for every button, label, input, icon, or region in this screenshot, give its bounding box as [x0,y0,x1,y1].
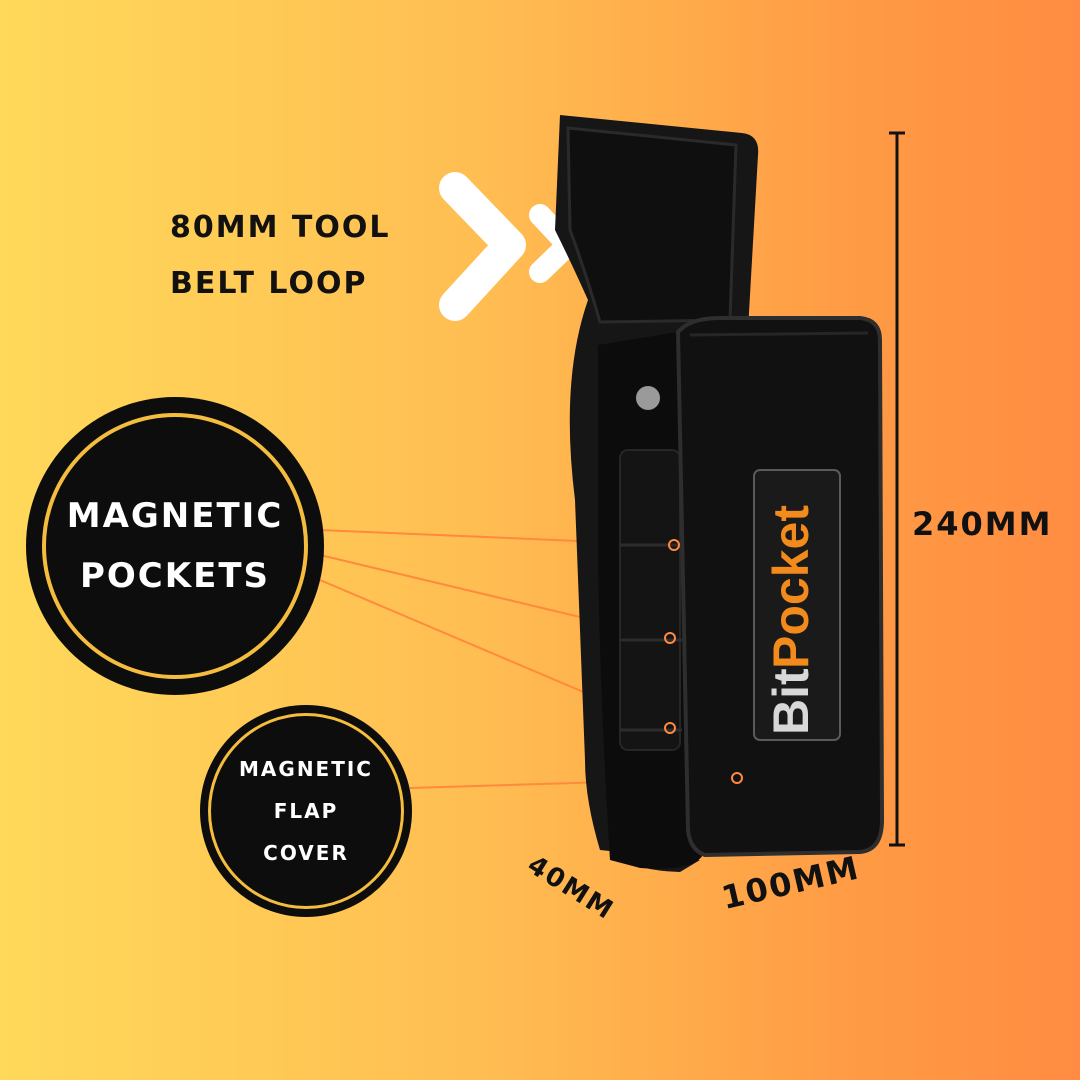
height-dimension-label: 240mm [912,505,1053,543]
magnetic-flap-cover-badge: Magnetic flap cover [200,705,412,917]
logo-text-pocket: Pocket [763,505,819,669]
magnetic-pockets-badge: Magnetic Pockets [26,397,324,695]
double-chevron-right-icon [439,172,579,321]
tool-handle-icon [636,386,660,410]
logo-text-bit: Bit [763,668,819,735]
pouch-front-pockets [598,330,705,869]
logo-patch [753,469,841,741]
magnetic-flap-cover-label: Magnetic flap cover [239,757,373,865]
magnetic-pockets-label: Magnetic Pockets [66,496,284,596]
magnetic-flap: Bit Pocket [675,316,885,858]
belt-loop-label: 80mm tool belt loop [170,210,391,301]
callout-dots [664,539,743,784]
height-dimension-line [889,131,905,847]
